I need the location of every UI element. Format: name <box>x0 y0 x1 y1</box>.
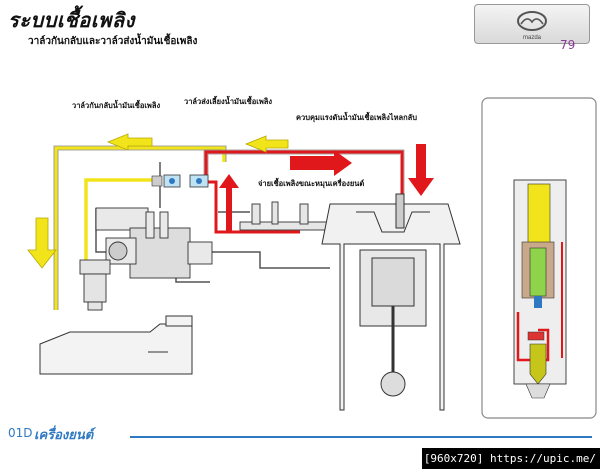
footer-code: 01D <box>8 426 33 440</box>
logo-icon: mazda <box>517 11 547 41</box>
footer-divider <box>130 436 592 438</box>
fuel-system-diagram: วาล์วกันกลับน้ำมันเชื้อเพลิง วาล์วส่งเลี… <box>0 62 600 424</box>
delivery-valve <box>189 174 209 188</box>
engine-block <box>321 193 461 411</box>
delivery-valve-label: วาล์วส่งเลี้ยงน้ำมันเชื้อเพลิง <box>184 97 273 106</box>
injector-inset <box>481 97 597 419</box>
watermark: [960x720] https://upic.me/ <box>422 448 600 469</box>
page-number: 79 <box>560 38 576 52</box>
common-rail <box>239 201 331 231</box>
page-subtitle: วาล์วกันกลับและวาล์วส่งน้ำมันเชื้อเพลิง <box>28 36 198 47</box>
footer-section: เครื่องยนต์ <box>34 428 94 443</box>
logo-text: mazda <box>523 35 542 41</box>
return-pressure-label: ควบคุมแรงดันน้ำมันเชื้อเพลิงไหลกลับ <box>296 113 418 122</box>
valve-fitting <box>151 175 163 187</box>
fuel-filter <box>79 259 111 311</box>
fuel-tank <box>39 315 193 375</box>
diagram-canvas <box>27 97 597 419</box>
mazda-logo: mazda <box>474 4 590 44</box>
yellow-fuel-lines <box>54 146 226 310</box>
supply-running-label: จ่ายเชื้อเพลิงขณะหมุนเครื่องยนต์ <box>258 179 365 188</box>
header: ระบบเชื้อเพลิง วาล์วกันกลับและวาล์วส่งน้… <box>0 0 600 62</box>
check-valve-label: วาล์วกันกลับน้ำมันเชื้อเพลิง <box>72 101 161 110</box>
page-title: ระบบเชื้อเพลิง <box>8 8 135 32</box>
fuel-pump <box>95 207 213 279</box>
check-valve <box>163 174 181 188</box>
yellow-arrows <box>27 133 289 269</box>
